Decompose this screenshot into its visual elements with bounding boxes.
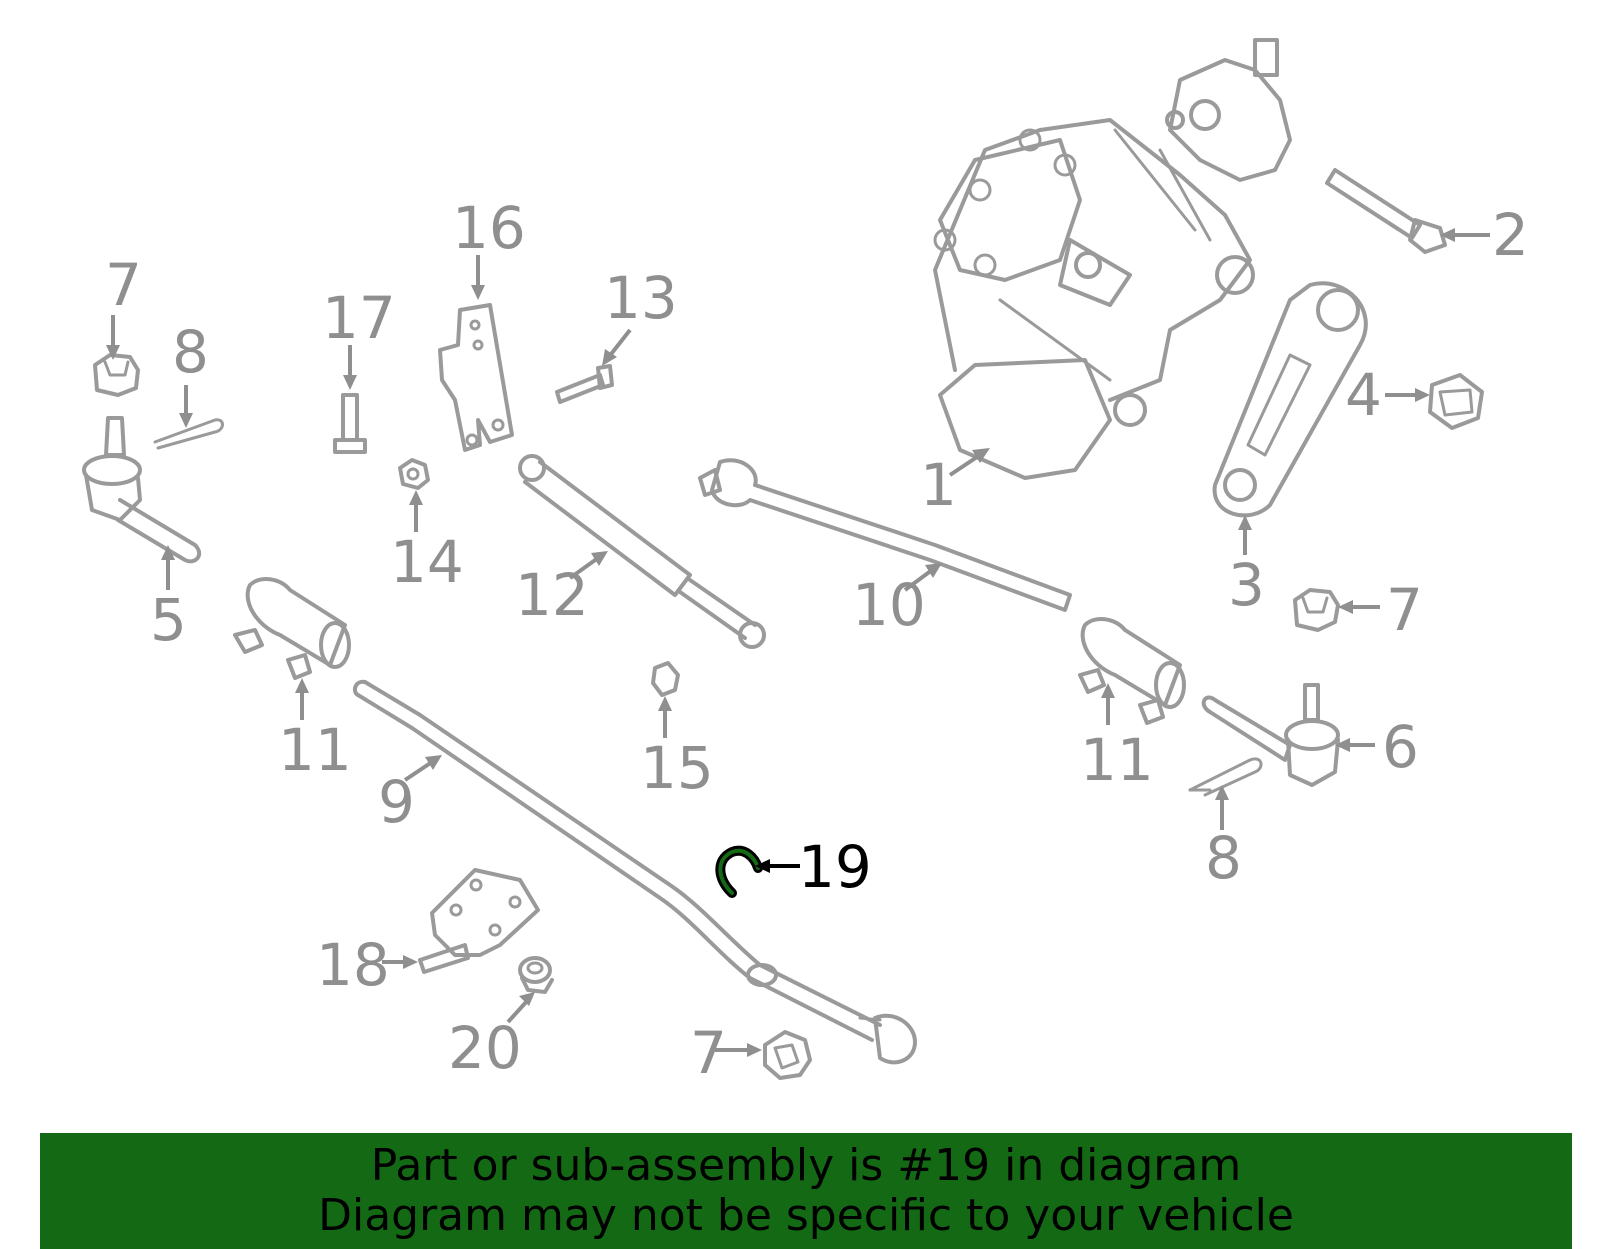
tie-rod-end-6 xyxy=(1201,683,1340,787)
bracket-18 xyxy=(418,868,540,974)
callout-8a: 8 xyxy=(172,318,209,386)
info-banner: Part or sub-assembly is #19 in diagram D… xyxy=(40,1133,1572,1249)
tie-rod-end-5 xyxy=(82,416,202,564)
callout-9: 9 xyxy=(378,768,415,836)
callout-7c: 7 xyxy=(690,1019,727,1087)
castle-nut-7b xyxy=(1293,588,1340,632)
adjusting-sleeve-11b xyxy=(1078,617,1186,725)
adjusting-sleeve-11a xyxy=(233,577,351,680)
nut-15 xyxy=(651,661,680,697)
callout-13: 13 xyxy=(604,264,678,332)
banner-line-1: Part or sub-assembly is #19 in diagram xyxy=(370,1140,1242,1191)
callout-7a: 7 xyxy=(105,251,142,319)
steering-damper-12 xyxy=(518,454,766,649)
bolt-13 xyxy=(555,364,614,404)
callout-19: 19 xyxy=(798,833,872,901)
castle-nut-7c xyxy=(763,1030,812,1080)
banner-line-2: Diagram may not be specific to your vehi… xyxy=(318,1190,1294,1241)
clip-19-highlighted xyxy=(715,845,763,898)
callout-14: 14 xyxy=(390,528,464,596)
cotter-pin-8b xyxy=(1188,757,1263,797)
callout-4: 4 xyxy=(1345,361,1382,429)
callout-11b: 11 xyxy=(1080,726,1154,794)
callout-7b: 7 xyxy=(1386,576,1423,644)
callout-17: 17 xyxy=(322,284,396,352)
callout-3: 3 xyxy=(1228,551,1265,619)
drag-link-10 xyxy=(698,458,1072,612)
callout-16: 16 xyxy=(452,194,526,262)
callout-labels: 1 2 3 4 5 6 7 7 7 8 8 9 10 11 11 12 13 1… xyxy=(105,194,1529,1087)
bolt-17 xyxy=(333,393,367,454)
callout-18: 18 xyxy=(316,931,390,999)
callout-5: 5 xyxy=(150,586,187,654)
callout-11a: 11 xyxy=(278,716,352,784)
callout-10: 10 xyxy=(852,571,926,639)
cotter-pin-8a xyxy=(153,418,224,450)
bolt-2 xyxy=(1325,168,1447,254)
steering-gear-box xyxy=(933,38,1292,480)
callout-2: 2 xyxy=(1492,201,1529,269)
callout-8b: 8 xyxy=(1205,824,1242,892)
pitman-arm xyxy=(1212,281,1368,518)
callout-20: 20 xyxy=(448,1014,522,1082)
bracket-16 xyxy=(438,303,514,452)
bushing-20 xyxy=(518,956,554,994)
callout-6: 6 xyxy=(1382,713,1419,781)
nut-4 xyxy=(1428,373,1484,430)
leader-arrows xyxy=(106,228,1490,1057)
callout-12: 12 xyxy=(515,561,589,629)
castle-nut-7a xyxy=(93,353,140,397)
nut-14 xyxy=(398,458,430,490)
tie-rod-9 xyxy=(352,679,917,1065)
callout-15: 15 xyxy=(640,734,714,802)
callout-1: 1 xyxy=(920,451,957,519)
